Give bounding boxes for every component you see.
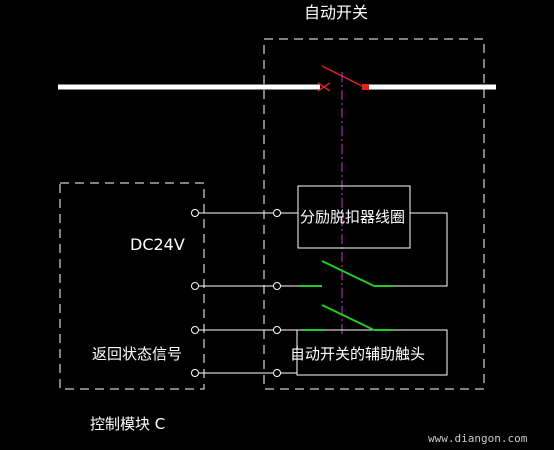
- main-contact-right-mark: [362, 84, 369, 90]
- terminal: [273, 209, 281, 217]
- control-module-label: 控制模块 C: [90, 415, 166, 433]
- aux-contact: [321, 304, 375, 331]
- terminal: [191, 369, 199, 377]
- shunt-trip-coil-box: [297, 185, 411, 249]
- terminal: [273, 326, 281, 334]
- main-contact-left-mark: [317, 82, 331, 92]
- wire-coil-return: [394, 212, 448, 287]
- dc-supply-label: DC24V: [130, 235, 185, 254]
- watermark: www.diangon.com: [428, 432, 528, 445]
- aux-contacts-label: 自动开关的辅助触头: [290, 345, 426, 363]
- terminal: [191, 326, 199, 334]
- terminal: [273, 282, 281, 290]
- return-signal-label: 返回状态信号: [92, 345, 183, 363]
- coil-circuit-contact: [321, 260, 375, 287]
- terminal: [191, 209, 199, 217]
- terminal: [273, 369, 281, 377]
- shunt-trip-coil-label: 分励脱扣器线圈: [300, 208, 406, 226]
- diagram-title: 自动开关: [304, 3, 369, 22]
- terminal: [191, 282, 199, 290]
- auto-switch-enclosure: [263, 38, 485, 390]
- main-contact: [321, 65, 365, 88]
